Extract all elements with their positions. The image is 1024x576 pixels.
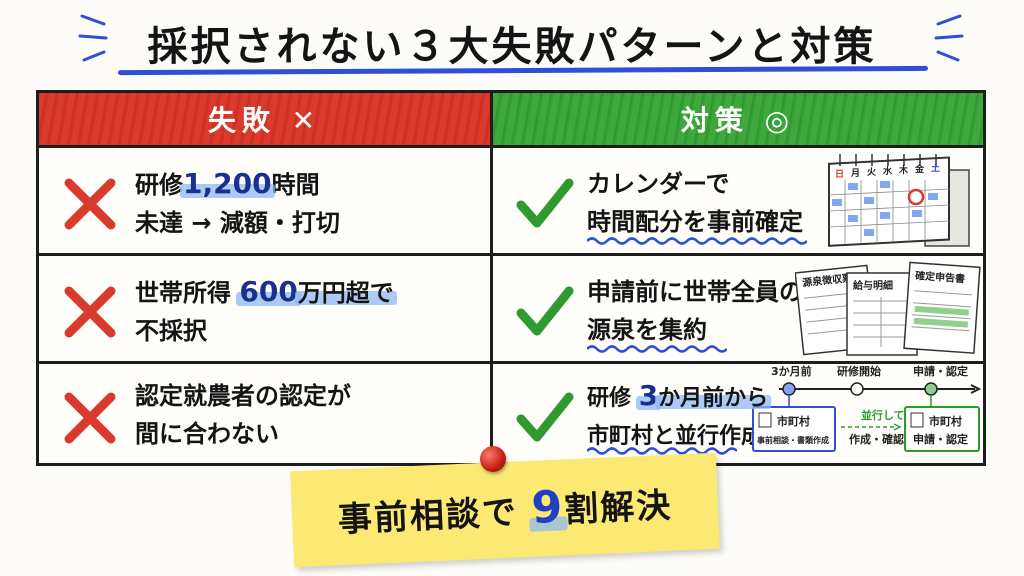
page-title: 採択されない３大失敗パターンと対策 xyxy=(147,24,877,70)
summary-note: 事前相談で 9割解決 xyxy=(290,452,720,568)
timeline-step1-label: 3か月前 xyxy=(771,364,812,378)
row-divider xyxy=(39,253,983,256)
right-accent-icon xyxy=(934,14,964,62)
row1-fail-line2: 未達 → 減額・打切 xyxy=(135,209,340,237)
timeline-box2-sub: 申請・認定 xyxy=(913,432,968,446)
timeline-mid-bottom: 作成・確認 xyxy=(849,432,904,446)
comparison-table: 失敗 ✕ 対策 ◎ 研修1,200時間 未達 → 減額・打切 カレンダーで 時間… xyxy=(36,90,986,466)
pin-icon xyxy=(480,446,506,472)
calendar-day-friday: 金 xyxy=(914,163,925,175)
check-icon xyxy=(516,286,574,336)
timeline-diagram: 3か月前 研修開始 申請・認定 市町村 事前相談・書類作成 並行して 作成・確認… xyxy=(752,364,982,452)
row3-fix-line1: 研修 3か月前から xyxy=(587,379,769,412)
doc-payslip-label: 給与明細 xyxy=(853,279,893,292)
check-icon xyxy=(516,392,574,442)
summary-text: 事前相談で 9割解決 xyxy=(337,481,674,541)
row3-fail-line2: 間に合わない xyxy=(135,420,279,448)
timeline-step3-label: 申請・認定 xyxy=(913,364,968,378)
cross-icon xyxy=(64,178,116,230)
wavy-underline xyxy=(587,237,807,245)
documents-icon: 源泉徴収票 給与明細 確定申告書 xyxy=(795,261,981,356)
row2-fail-line1: 世帯所得 600万円超で xyxy=(135,275,394,308)
cross-icon xyxy=(64,392,116,444)
row2-fail-text: 世帯所得 600万円超で 不採択 xyxy=(135,273,394,350)
row1-fix-text: カレンダーで 時間配分を事前確定 xyxy=(587,165,803,241)
row1-fail-text: 研修1,200時間 未達 → 減額・打切 xyxy=(135,165,340,242)
row1-fix-line2: 時間配分を事前確定 xyxy=(587,208,803,236)
wavy-underline xyxy=(587,447,737,455)
row2-fix-line2: 源泉を集約 xyxy=(587,316,707,344)
row1-fix-line1: カレンダーで xyxy=(587,170,730,198)
calendar-day-sunday: 日 xyxy=(835,169,844,180)
row3-fail-text: 認定就農者の認定が 間に合わない xyxy=(135,377,351,453)
row1-fail-line1: 研修1,200時間 xyxy=(135,167,320,200)
calendar-icon: 日 月 火 水 木 金 土 xyxy=(828,154,970,247)
wavy-underline xyxy=(587,345,727,353)
left-accent-icon xyxy=(78,14,108,62)
row2-fail-line2: 不採択 xyxy=(135,317,207,345)
column-divider xyxy=(490,93,493,463)
calendar-day-saturday: 土 xyxy=(931,162,940,174)
row2-fix-text: 申請前に世帯全員の 源泉を集約 xyxy=(587,273,803,349)
row3-fail-line1: 認定就農者の認定が xyxy=(135,382,351,410)
calendar-day-tuesday: 火 xyxy=(867,167,877,178)
timeline-step2-label: 研修開始 xyxy=(837,364,881,378)
fail-header: 失敗 ✕ xyxy=(39,93,490,145)
row-divider xyxy=(39,361,983,364)
row3-fix-text: 研修 3か月前から 市町村と並行作成 xyxy=(587,377,768,456)
timeline-box1-sub: 事前相談・書類作成 xyxy=(757,435,829,445)
doc-tax-return-label: 確定申告書 xyxy=(915,269,966,285)
title-area: 採択されない３大失敗パターンと対策 xyxy=(0,8,1024,78)
calendar-day-thursday: 木 xyxy=(898,164,909,176)
check-icon xyxy=(516,178,574,228)
fix-header: 対策 ◎ xyxy=(493,93,983,145)
cross-icon xyxy=(64,286,116,338)
row2-fix-line1: 申請前に世帯全員の xyxy=(587,278,803,306)
row-divider xyxy=(39,145,983,148)
calendar-day-monday: 月 xyxy=(850,168,860,179)
timeline-box1-title: 市町村 xyxy=(777,414,810,428)
timeline-mid-top: 並行して xyxy=(861,408,905,422)
calendar-day-wednesday: 水 xyxy=(883,165,893,177)
row3-fix-line2: 市町村と並行作成 xyxy=(587,424,764,449)
timeline-box2-title: 市町村 xyxy=(929,414,962,428)
